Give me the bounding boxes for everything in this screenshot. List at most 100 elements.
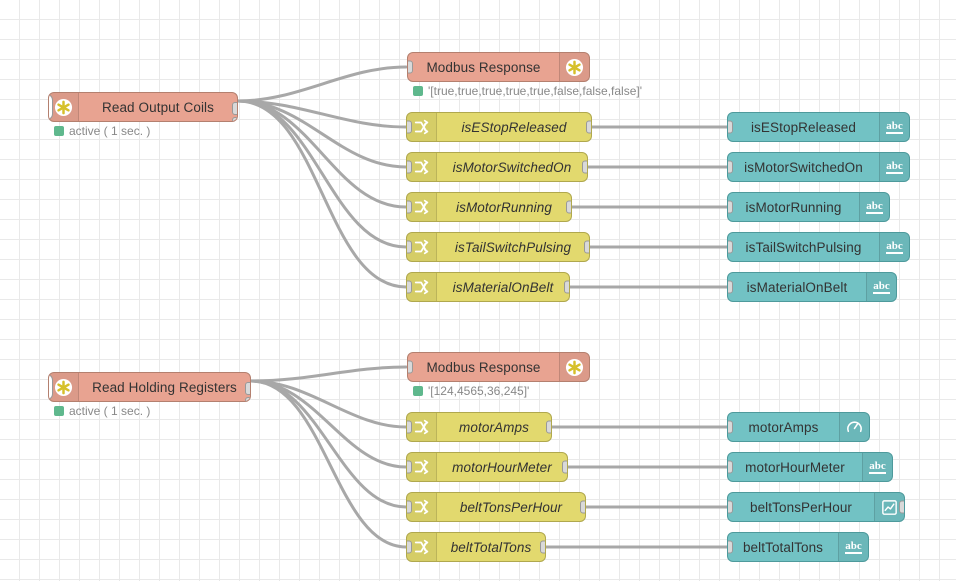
abc-text-icon: abc [879,233,909,261]
input-port[interactable] [728,160,733,174]
node-label: isMotorSwitchedOn [744,159,863,175]
abc-text-icon: abc [838,533,868,561]
change-swap-icon [407,493,437,521]
input-port[interactable] [728,500,733,514]
change-swap-icon [407,233,437,261]
change-swap-icon [407,413,437,441]
node-label: Modbus Response [426,59,541,75]
input-port[interactable] [728,240,733,254]
node-ui-gauge-motoramps[interactable]: motorAmps [727,412,870,442]
node-label: isMaterialOnBelt [746,279,848,295]
status-dot [54,406,64,416]
modbus-asterisk-icon [559,353,589,381]
output-port-2[interactable] [245,397,250,401]
node-change-isestoprleased[interactable]: isEStopReleased [406,112,592,142]
node-label: isMotorRunning [745,199,842,215]
input-port[interactable] [407,500,412,514]
node-label: Read Output Coils [101,99,214,115]
input-port[interactable] [408,360,413,374]
change-swap-icon [407,453,437,481]
node-ui-text-belttotaltons[interactable]: beltTotalTons abc [727,532,869,562]
status-text: active ( 1 sec. ) [69,124,151,138]
node-change-belttonsperhour[interactable]: beltTonsPerHour [406,492,586,522]
node-label: beltTonsPerHour [749,499,853,515]
output-port[interactable] [564,280,569,294]
wire [236,99,408,129]
node-ui-text-motorhourmeter[interactable]: motorHourMeter abc [727,452,893,482]
input-port[interactable] [407,460,412,474]
wire [236,99,408,289]
input-port[interactable] [728,200,733,214]
node-ui-text-ismotorrunning[interactable]: isMotorRunning abc [727,192,890,222]
node-change-istailswitchpulsing[interactable]: isTailSwitchPulsing [406,232,590,262]
node-change-belttotaltons[interactable]: beltTotalTons [406,532,546,562]
output-port[interactable] [580,500,585,514]
node-read-holding-registers[interactable]: Read Holding Registers [48,372,251,402]
input-port[interactable] [407,280,412,294]
wire [249,379,408,509]
input-port[interactable] [407,120,412,134]
input-port[interactable] [728,120,733,134]
node-change-ismotorswitchedon[interactable]: isMotorSwitchedOn [406,152,588,182]
output-port[interactable] [899,500,904,514]
input-port[interactable] [408,60,413,74]
input-port[interactable] [407,420,412,434]
abc-text-icon: abc [879,153,909,181]
input-port[interactable] [728,420,733,434]
output-port[interactable] [546,420,551,434]
node-status-modbus-response-coils: '[true,true,true,true,true,false,false,f… [413,84,642,98]
input-port[interactable] [407,540,412,554]
node-label: isMaterialOnBelt [452,279,554,295]
input-port[interactable] [407,240,412,254]
output-port[interactable] [582,160,587,174]
output-port[interactable] [584,240,589,254]
node-ui-text-istailswitchpulsing[interactable]: isTailSwitchPulsing abc [727,232,910,262]
wire [236,99,408,169]
wire [236,65,408,103]
node-change-motoramps[interactable]: motorAmps [406,412,552,442]
input-port[interactable] [407,160,412,174]
node-label: motorAmps [459,419,529,435]
input-port[interactable] [407,200,412,214]
wire [249,379,408,469]
output-port-2[interactable] [232,117,237,121]
output-port[interactable] [566,200,571,214]
node-label: beltTotalTons [742,539,824,555]
node-trigger-button[interactable] [49,374,53,400]
status-dot [54,126,64,136]
node-label: isEStopReleased [461,119,567,135]
node-change-ismotorrunning[interactable]: isMotorRunning [406,192,572,222]
input-port[interactable] [728,460,733,474]
output-port[interactable] [562,460,567,474]
output-port-1[interactable] [245,382,250,395]
abc-text-icon: abc [859,193,889,221]
node-label: motorHourMeter [452,459,552,475]
change-swap-icon [407,153,437,181]
node-ui-text-ismaterialonbelt[interactable]: isMaterialOnBelt abc [727,272,897,302]
output-port[interactable] [540,540,545,554]
input-port[interactable] [728,540,733,554]
node-read-output-coils[interactable]: Read Output Coils [48,92,238,122]
node-modbus-response-registers[interactable]: Modbus Response [407,352,590,382]
output-port[interactable] [586,120,591,134]
wire [249,379,408,429]
node-label: isEStopReleased [750,119,857,135]
node-change-motorhourmeter[interactable]: motorHourMeter [406,452,568,482]
node-label: beltTotalTons [450,539,532,555]
node-modbus-response-coils[interactable]: Modbus Response [407,52,590,82]
node-ui-text-isestoprleased[interactable]: isEStopReleased abc [727,112,910,142]
change-swap-icon [407,113,437,141]
output-port-1[interactable] [232,102,237,115]
node-label: Read Holding Registers [92,379,237,395]
node-ui-text-ismotorswitchedon[interactable]: isMotorSwitchedOn abc [727,152,910,182]
gauge-icon [839,413,869,441]
status-dot [413,386,423,396]
input-port[interactable] [728,280,733,294]
node-trigger-button[interactable] [49,94,53,120]
status-text: '[124,4565,36,245]' [428,384,530,398]
abc-text-icon: abc [862,453,892,481]
node-ui-chart-belttonsperhour[interactable]: beltTonsPerHour [727,492,905,522]
wire [249,365,408,383]
node-change-ismaterialonbelt[interactable]: isMaterialOnBelt [406,272,570,302]
